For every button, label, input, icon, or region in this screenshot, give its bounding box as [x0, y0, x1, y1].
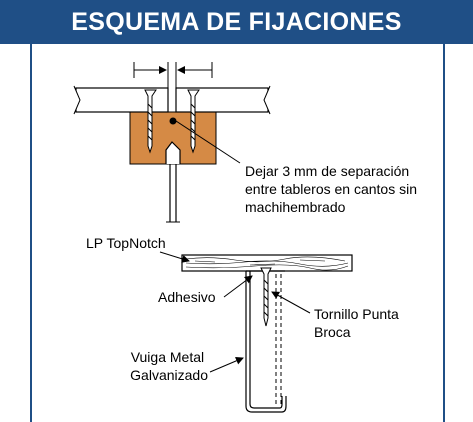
metal-joist-hidden [275, 274, 282, 404]
drill-screw-icon [260, 267, 272, 327]
adhesive-label: Adhesivo [158, 289, 216, 305]
gap-marker-icon [169, 117, 177, 125]
bottom-detail: LP TopNotch Adhesivo Tornillo Punta Broc… [86, 235, 403, 413]
left-board [73, 85, 169, 115]
note-leader [175, 120, 241, 164]
title-bar: ESQUEMA DE FIJACIONES [0, 0, 473, 44]
joist-label: Vuiga Metal Galvanizado [130, 349, 208, 383]
screw-icon [187, 89, 200, 154]
diagram-panel [30, 44, 445, 422]
gap-dimension [133, 62, 213, 88]
gap-note: Dejar 3 mm de separación entre tableros … [245, 163, 421, 215]
panel-label: LP TopNotch [86, 235, 166, 251]
panel-leader [159, 251, 190, 263]
joist-top [165, 141, 181, 223]
topnotch-panel [181, 254, 353, 272]
screw-leader [271, 291, 311, 314]
adhesive-leader [223, 275, 253, 298]
diagram-title: ESQUEMA DE FIJACIONES [71, 8, 402, 36]
joist-leader [209, 357, 244, 373]
screw-icon [144, 89, 157, 154]
screw-label: Tornillo Punta Broca [314, 306, 403, 340]
top-detail: Dejar 3 mm de separación entre tableros … [73, 62, 421, 223]
